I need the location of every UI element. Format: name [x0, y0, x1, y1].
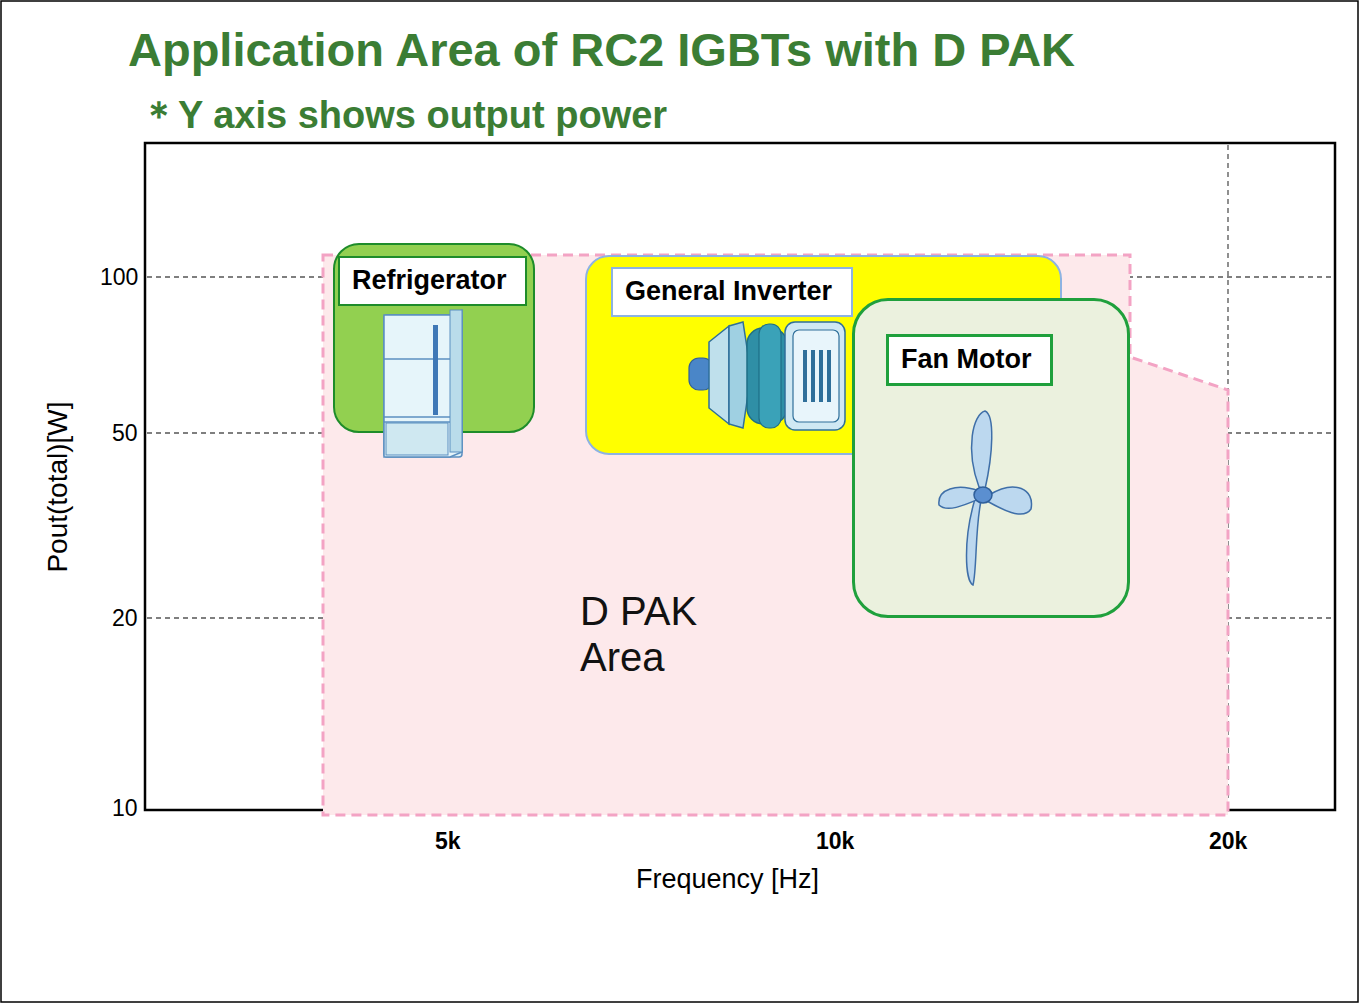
application-label: General Inverter — [611, 267, 853, 317]
x-axis-title: Frequency [Hz] — [636, 864, 819, 895]
y-tick: 20 — [112, 605, 138, 632]
application-box: Refrigerator — [333, 243, 535, 433]
motor-icon — [687, 320, 852, 435]
y-axis-title: Pout(total)[W] — [42, 401, 74, 572]
x-tick: 20k — [1209, 828, 1247, 855]
y-tick: 100 — [100, 264, 138, 291]
application-box: Fan Motor — [852, 298, 1130, 618]
application-label: Fan Motor — [886, 334, 1053, 386]
y-tick: 10 — [112, 795, 138, 822]
refrigerator-icon — [380, 309, 470, 464]
x-tick: 5k — [435, 828, 461, 855]
x-tick: 10k — [816, 828, 854, 855]
package-area: D PAK Area Refrigerator General Inverter… — [323, 255, 1228, 815]
y-tick: 50 — [112, 420, 138, 447]
application-label: Refrigerator — [338, 256, 527, 306]
fan-icon — [935, 409, 1035, 589]
area-label: D PAK Area — [580, 588, 730, 680]
chart-title: Application Area of RC2 IGBTs with D PAK — [128, 22, 1075, 77]
subtitle: ＊Y axis shows output power — [140, 90, 667, 141]
